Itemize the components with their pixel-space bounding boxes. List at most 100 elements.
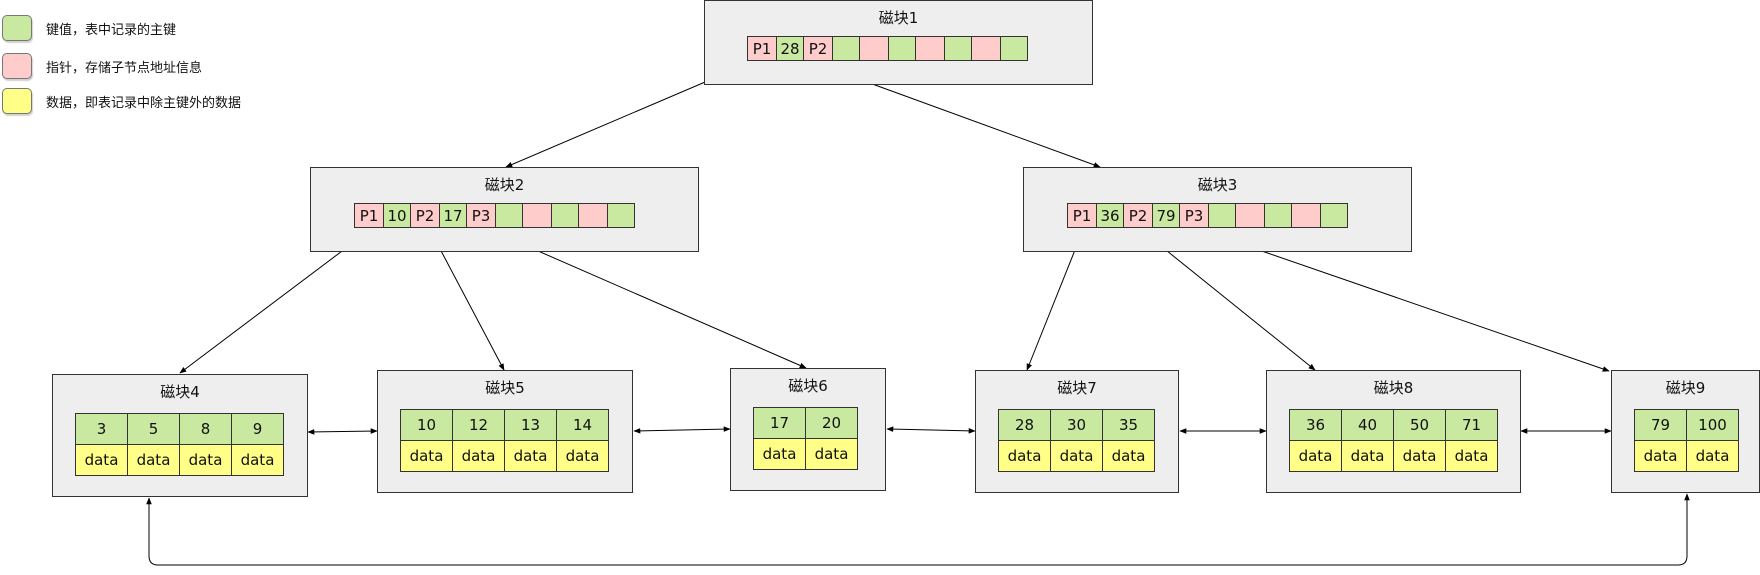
leaf-key-cell: 17	[754, 408, 806, 439]
leaf-key-cell: 8	[180, 414, 232, 445]
pointer-cell: P1	[354, 203, 384, 228]
leaf-key-cell: 50	[1394, 410, 1446, 441]
block-title: 磁块1	[878, 9, 919, 27]
leaf-data-cell: data	[754, 439, 806, 470]
key-cell	[1320, 203, 1348, 228]
leaf-data-cell: data	[401, 441, 453, 472]
key-cell: 17	[439, 203, 467, 228]
key-cell	[551, 203, 579, 228]
key-cell: 79	[1152, 203, 1180, 228]
pointer-cell: P1	[747, 36, 777, 61]
leaf-key-cell: 79	[1635, 410, 1687, 441]
key-cell	[1000, 36, 1028, 61]
leaf-data-cell: data	[1103, 441, 1155, 472]
pointer-swatch	[2, 53, 32, 79]
block-title: 磁块2	[484, 176, 525, 194]
key-cell: 28	[776, 36, 804, 61]
leaf-key-cell: 30	[1051, 410, 1103, 441]
pointer-cell: P2	[410, 203, 440, 228]
leaf-data-cell: data	[1687, 441, 1739, 472]
leaf-key-cell: 12	[453, 410, 505, 441]
legend-pointer: 指针，存储子节点地址信息	[2, 53, 202, 79]
key-cell: 10	[383, 203, 411, 228]
pointer-cell	[971, 36, 1001, 61]
leaf-key-cell: 5	[128, 414, 180, 445]
block-title: 磁块6	[788, 377, 828, 395]
leaf-data-cell: data	[1394, 441, 1446, 472]
block-title: 磁块5	[485, 379, 525, 397]
leaf-data-cell: data	[1342, 441, 1394, 472]
leaf-data-cell: data	[806, 439, 858, 470]
legend-key-label: 键值，表中记录的主键	[46, 22, 177, 38]
link-b4-b9	[146, 493, 1690, 566]
leaf-key-cell: 28	[999, 410, 1051, 441]
leaf-data-cell: data	[180, 445, 232, 476]
key-cell	[495, 203, 523, 228]
block-title: 磁块3	[1197, 176, 1238, 194]
pointer-cell	[1235, 203, 1265, 228]
leaf-key-cell: 40	[1342, 410, 1394, 441]
leaf-key-cell: 9	[232, 414, 284, 445]
pointer-cell: P2	[1123, 203, 1153, 228]
link-b6-b7	[886, 426, 976, 434]
leaf-data-cell: data	[999, 441, 1051, 472]
leaf-data-cell: data	[1635, 441, 1687, 472]
pointer-cell: P3	[1179, 203, 1209, 228]
key-cell	[607, 203, 635, 228]
leaf-data-cell: data	[76, 445, 128, 476]
block-title: 磁块9	[1665, 379, 1706, 397]
leaf-key-cell: 35	[1103, 410, 1155, 441]
key-cell	[1264, 203, 1292, 228]
pointer-cell	[859, 36, 889, 61]
pointer-cell: P3	[466, 203, 496, 228]
leaf-key-cell: 100	[1687, 410, 1739, 441]
key-cell	[944, 36, 972, 61]
pointer-cell	[1291, 203, 1321, 228]
key-cell: 36	[1096, 203, 1124, 228]
leaf-key-cell: 10	[401, 410, 453, 441]
pointer-cell	[578, 203, 608, 228]
link-b4-b5	[307, 428, 378, 435]
leaf-data-cell: data	[1051, 441, 1103, 472]
block-title: 磁块4	[160, 383, 200, 401]
leaf-key-cell: 3	[76, 414, 128, 445]
leaf-data-cell: data	[1446, 441, 1498, 472]
key-cell	[832, 36, 860, 61]
pointer-cell: P2	[803, 36, 833, 61]
legend-key: 键值，表中记录的主键	[2, 15, 176, 41]
leaf-key-cell: 20	[806, 408, 858, 439]
leaf-data-cell: data	[557, 441, 609, 472]
leaf-key-cell: 14	[557, 410, 609, 441]
key-cell	[888, 36, 916, 61]
pointer-cell	[915, 36, 945, 61]
leaf-data-cell: data	[505, 441, 557, 472]
leaf-key-cell: 36	[1290, 410, 1342, 441]
leaf-data-cell: data	[1290, 441, 1342, 472]
link-b5-b6	[633, 426, 731, 434]
leaf-data-cell: data	[128, 445, 180, 476]
block-title: 磁块7	[1057, 379, 1097, 397]
leaf-key-cell: 13	[505, 410, 557, 441]
key-swatch	[2, 15, 32, 41]
pointer-cell: P1	[1067, 203, 1097, 228]
leaf-data-cell: data	[232, 445, 284, 476]
legend-data: 数据，即表记录中除主键外的数据	[2, 88, 241, 114]
leaf-data-cell: data	[453, 441, 505, 472]
key-cell	[1208, 203, 1236, 228]
